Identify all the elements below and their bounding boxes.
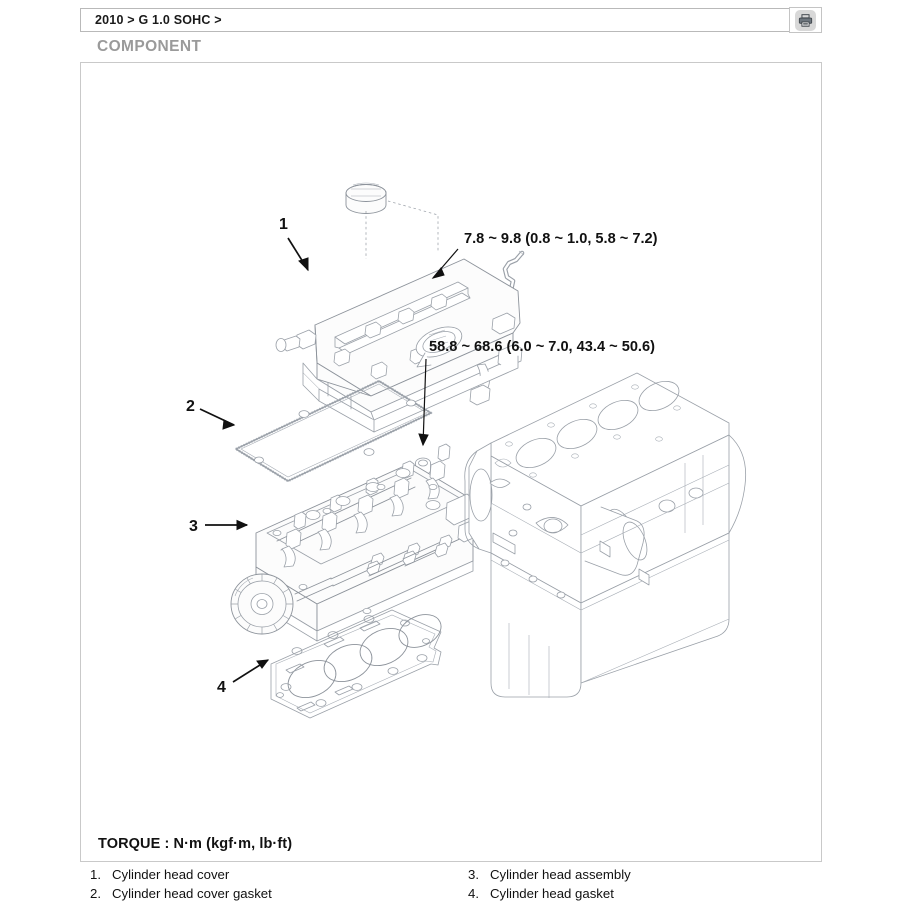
valve-springs: [305, 468, 441, 520]
assembly-dashed-line: [387, 200, 439, 251]
printer-icon: [795, 9, 816, 31]
callout-1: 1: [279, 216, 309, 272]
callout-2: 2: [186, 398, 236, 430]
torque-value-cover-bolt: 7.8 ~ 9.8 (0.8 ~ 1.0, 5.8 ~ 7.2): [464, 231, 658, 247]
legend-column-left: 1. Cylinder head cover 2. Cylinder head …: [90, 865, 272, 903]
cylinder-head-gasket: [270, 609, 442, 719]
legend-column-right: 3. Cylinder head assembly 4. Cylinder he…: [468, 865, 631, 903]
legend-item-label: Cylinder head cover: [112, 867, 230, 882]
cylinder-block-assembly: [464, 372, 747, 698]
legend-item-number: 1.: [90, 867, 101, 882]
torque-value-head-bolt: 58.8 ~ 68.6 (6.0 ~ 7.0, 43.4 ~ 50.6): [429, 339, 655, 355]
list-item: 1. Cylinder head cover: [90, 865, 272, 884]
oil-filler-neck: [415, 326, 463, 368]
list-item: 2. Cylinder head cover gasket: [90, 884, 272, 903]
legend-item-number: 4.: [468, 886, 479, 901]
camshaft-sprocket: [230, 573, 294, 635]
callout-4: 4: [217, 659, 270, 696]
legend-item-label: Cylinder head assembly: [490, 867, 631, 882]
list-item: 3. Cylinder head assembly: [468, 865, 631, 884]
rocker-arms: [281, 443, 451, 568]
callout-1-label: 1: [279, 216, 288, 233]
callout-2-label: 2: [186, 398, 195, 415]
component-diagram-frame: 7.8 ~ 9.8 (0.8 ~ 1.0, 5.8 ~ 7.2): [80, 62, 822, 862]
callout-3-label: 3: [189, 518, 198, 535]
torque-header-row: TORQUE : N·m (kgf·m, lb·ft): [80, 825, 822, 862]
oil-filler-cap: [345, 182, 387, 214]
torque-callout-head-bolt: 58.8 ~ 68.6 (6.0 ~ 7.0, 43.4 ~ 50.6): [418, 339, 655, 447]
oil-pan: [490, 552, 582, 698]
callout-4-label: 4: [217, 679, 226, 696]
legend-item-label: Cylinder head cover gasket: [112, 886, 272, 901]
list-item: 4. Cylinder head gasket: [468, 884, 631, 903]
oil-filter: [584, 506, 648, 576]
block-main-bolts: [500, 503, 566, 599]
parts-legend: 1. Cylinder head cover 2. Cylinder head …: [80, 863, 822, 902]
torque-units-label: TORQUE : N·m (kgf·m, lb·ft): [98, 835, 293, 852]
cylinder-head-cover-gasket: [234, 379, 433, 483]
page-title: COMPONENT: [97, 38, 202, 55]
print-button[interactable]: [789, 7, 822, 33]
cylinder-head-assembly: [230, 443, 480, 642]
torque-callout-cover-bolt: 7.8 ~ 9.8 (0.8 ~ 1.0, 5.8 ~ 7.2): [431, 231, 658, 279]
breadcrumb-bar: 2010 > G 1.0 SOHC >: [80, 8, 822, 32]
legend-item-label: Cylinder head gasket: [490, 886, 614, 901]
callout-3: 3: [189, 518, 249, 535]
exploded-parts-diagram: 7.8 ~ 9.8 (0.8 ~ 1.0, 5.8 ~ 7.2): [186, 182, 747, 719]
head-gasket-body: [270, 609, 442, 719]
valves: [294, 534, 453, 602]
cylinder-head-cover: [275, 182, 525, 433]
breadcrumb: 2010 > G 1.0 SOHC >: [95, 13, 222, 27]
gasket-bolt-holes: [276, 615, 430, 707]
legend-item-number: 3.: [468, 867, 479, 882]
legend-item-number: 2.: [90, 886, 101, 901]
